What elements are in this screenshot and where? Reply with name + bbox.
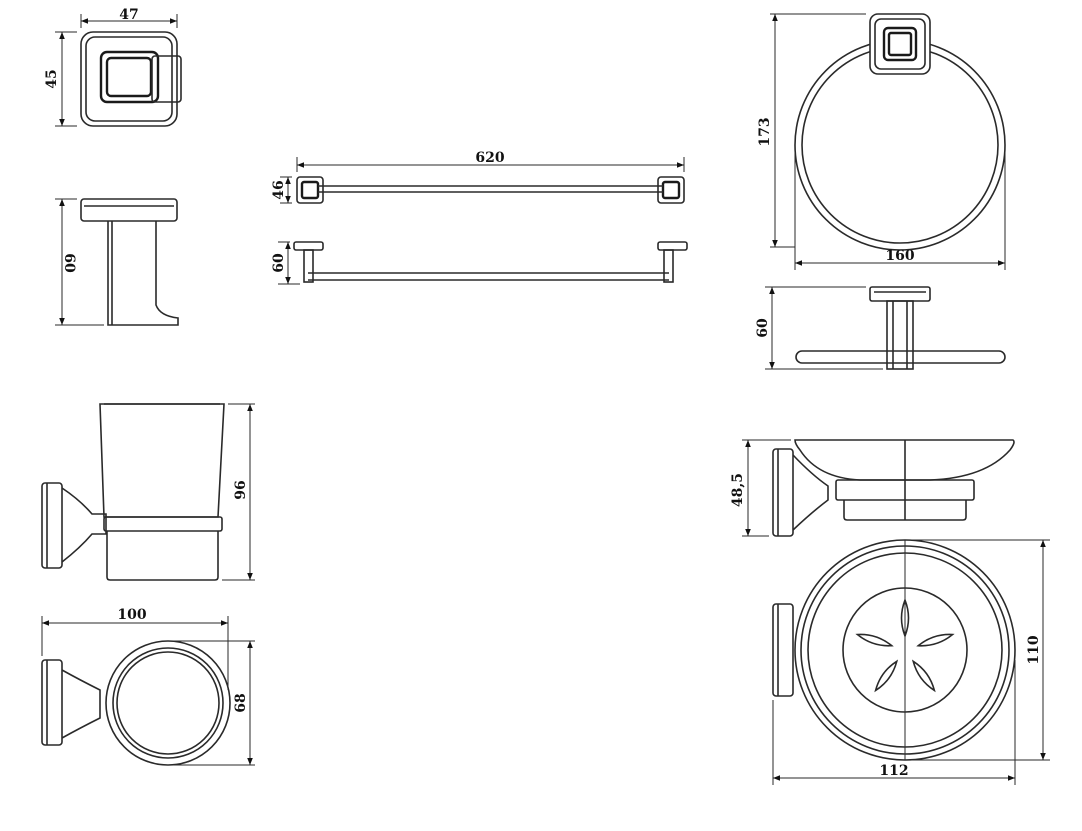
ring-width-label: 160	[885, 248, 914, 264]
soap-depth-label: 110	[1026, 635, 1042, 664]
bar-length-label: 620	[475, 150, 504, 166]
tumbler-depth-label: 68	[233, 693, 249, 712]
bar-height-label: 46	[271, 180, 287, 199]
tumbler-holder-top-view	[41, 616, 255, 766]
soap-height-label: 48,5	[730, 473, 746, 507]
soap-dish-top-view	[772, 539, 1050, 785]
towel-ring-top-view	[765, 286, 1006, 370]
soap-width-label: 112	[879, 763, 908, 779]
ring-height-label: 173	[757, 117, 773, 146]
hook-width-label: 47	[119, 7, 138, 23]
soap-dish-side-view	[742, 439, 1015, 537]
hook-depth-label: 60	[61, 253, 77, 273]
ring-depth-label: 60	[755, 318, 771, 338]
tumbler-width-label: 100	[117, 607, 146, 623]
towel-bar-top-view	[278, 241, 688, 285]
towel-bar-front-view	[280, 157, 685, 204]
bar-depth-label: 60	[271, 253, 287, 273]
hook-height-label: 45	[44, 69, 60, 88]
tumbler-holder-side-view	[41, 403, 255, 581]
towel-ring-front-view	[770, 13, 1006, 270]
robe-hook-side-view	[55, 198, 179, 326]
tumbler-height-label: 96	[233, 480, 249, 499]
robe-hook-front-view	[55, 14, 182, 127]
